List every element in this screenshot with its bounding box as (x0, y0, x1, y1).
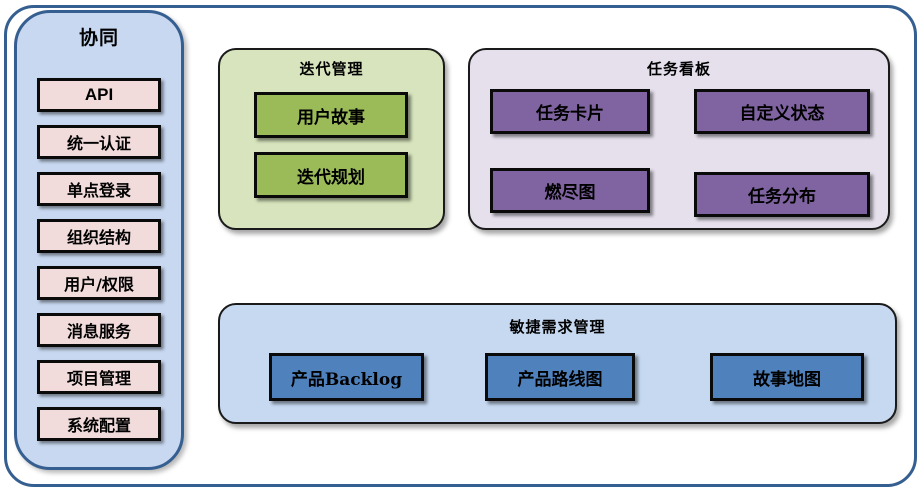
collaboration-panel-title: 协同 (78, 28, 119, 49)
task-board-panel: 任务看板 任务卡片 自定义状态 燃尽图 任务分布 (468, 48, 890, 230)
sidebar-item-org-structure: 组织结构 (37, 219, 161, 253)
sidebar-item-system-config: 系统配置 (37, 407, 161, 441)
iteration-panel-title: 迭代管理 (299, 61, 364, 78)
feature-box-task-distribution: 任务分布 (694, 172, 870, 217)
task-board-panel-title: 任务看板 (646, 61, 711, 78)
feature-box-iteration-planning: 迭代规划 (254, 152, 408, 198)
sidebar-item-sso: 单点登录 (37, 172, 161, 206)
sidebar-item-api: API (37, 78, 161, 112)
collaboration-panel: 协同 API 统一认证 单点登录 组织结构 用户/权限 消息服务 项目管理 系统… (14, 10, 184, 470)
feature-box-product-backlog: 产品Backlog (269, 353, 424, 401)
agile-requirements-panel: 敏捷需求管理 产品Backlog 产品路线图 故事地图 (218, 303, 897, 424)
feature-box-custom-status: 自定义状态 (694, 89, 870, 134)
feature-box-user-story: 用户故事 (254, 92, 408, 138)
iteration-management-panel: 迭代管理 用户故事 迭代规划 (218, 48, 445, 230)
agile-requirements-panel-title: 敏捷需求管理 (509, 319, 606, 336)
collaboration-item-list: API 统一认证 单点登录 组织结构 用户/权限 消息服务 项目管理 系统配置 (17, 78, 181, 441)
feature-box-product-roadmap: 产品路线图 (485, 353, 635, 401)
sidebar-item-message-service: 消息服务 (37, 313, 161, 347)
feature-box-task-card: 任务卡片 (490, 89, 650, 134)
sidebar-item-user-permission: 用户/权限 (37, 266, 161, 300)
feature-box-burndown-chart: 燃尽图 (490, 168, 650, 213)
sidebar-item-unified-auth: 统一认证 (37, 125, 161, 159)
feature-box-story-map: 故事地图 (710, 353, 864, 401)
sidebar-item-project-management: 项目管理 (37, 360, 161, 394)
